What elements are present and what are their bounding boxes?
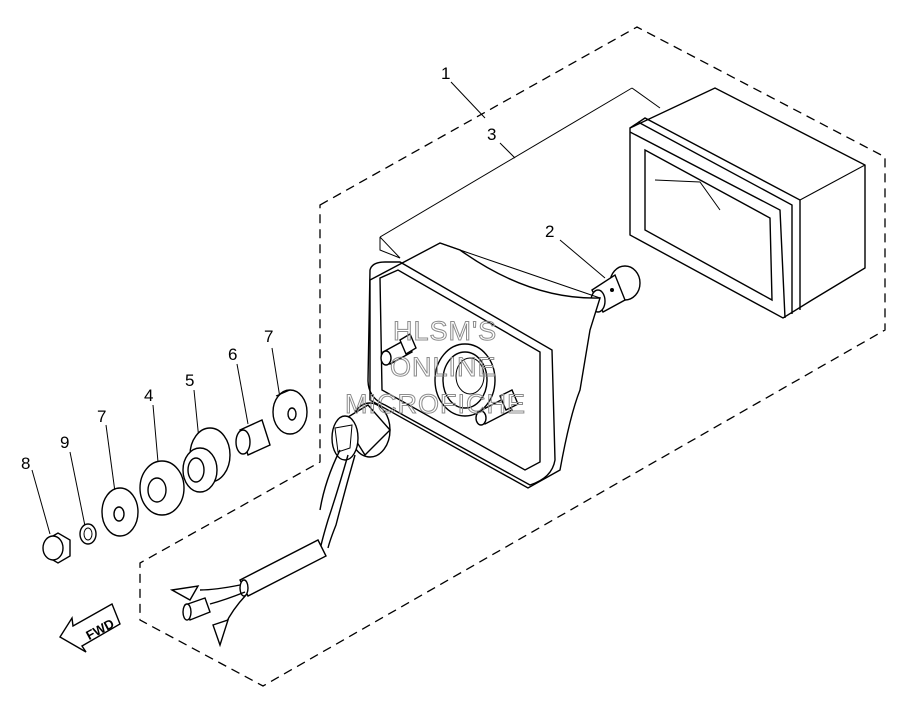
leader-7a (271, 347, 281, 399)
washer-upper (272, 389, 308, 435)
bracket-3 (379, 237, 401, 259)
grommet (182, 427, 231, 493)
callout-9: 9 (60, 433, 69, 452)
leader-9 (69, 451, 86, 527)
callout-7-lower: 7 (97, 407, 106, 426)
leader-8 (31, 469, 51, 535)
callout-1: 1 (441, 64, 450, 83)
collar (235, 419, 271, 456)
callout-7-upper: 7 (264, 327, 273, 346)
leader-4 (152, 404, 159, 463)
socket-harness (169, 402, 391, 648)
callout-4: 4 (144, 386, 153, 405)
leader-1 (450, 81, 486, 119)
fwd-arrow: FWD (59, 602, 121, 653)
callout-6: 6 (228, 345, 237, 364)
base-housing (367, 242, 601, 489)
watermark-line3: MICROFICHE (345, 389, 526, 419)
leader-3 (499, 142, 516, 159)
lens-housing (629, 87, 866, 319)
callout-3: 3 (487, 125, 496, 144)
spring-washer (79, 523, 97, 545)
callout-2: 2 (545, 222, 554, 241)
assembly-outline (139, 26, 886, 687)
watermark-line2: ONLINE (390, 352, 497, 382)
washer-lower (101, 487, 139, 537)
leader-2 (559, 239, 606, 279)
callout-8: 8 (21, 454, 30, 473)
leader-5 (193, 389, 200, 441)
cap-nut (42, 532, 71, 564)
callout-5: 5 (185, 371, 194, 390)
bulb (590, 265, 641, 313)
leader-6 (236, 363, 249, 425)
watermark-line1: HLSM'S (393, 316, 497, 346)
leader-7b (105, 424, 116, 493)
watermark: HLSM'S ONLINE MICROFICHE (345, 316, 526, 420)
damper (139, 460, 185, 516)
